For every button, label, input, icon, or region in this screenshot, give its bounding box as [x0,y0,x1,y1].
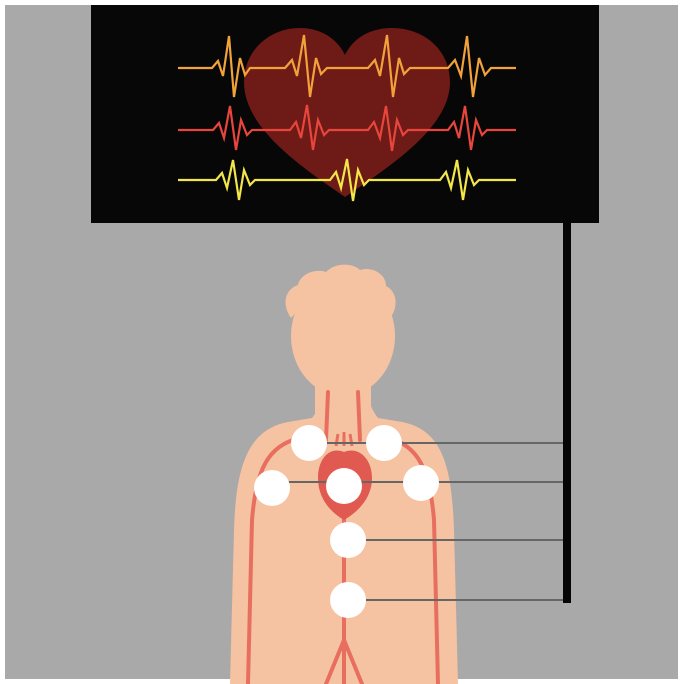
electrode-icon [291,425,327,461]
neck [315,383,371,413]
monitor-cable [563,221,571,603]
electrode-icon [326,468,362,504]
electrode-icon [330,522,366,558]
electrode-icon [403,465,439,501]
electrode-icon [366,425,402,461]
electrode-icon [254,470,290,506]
electrode-icon [330,582,366,618]
